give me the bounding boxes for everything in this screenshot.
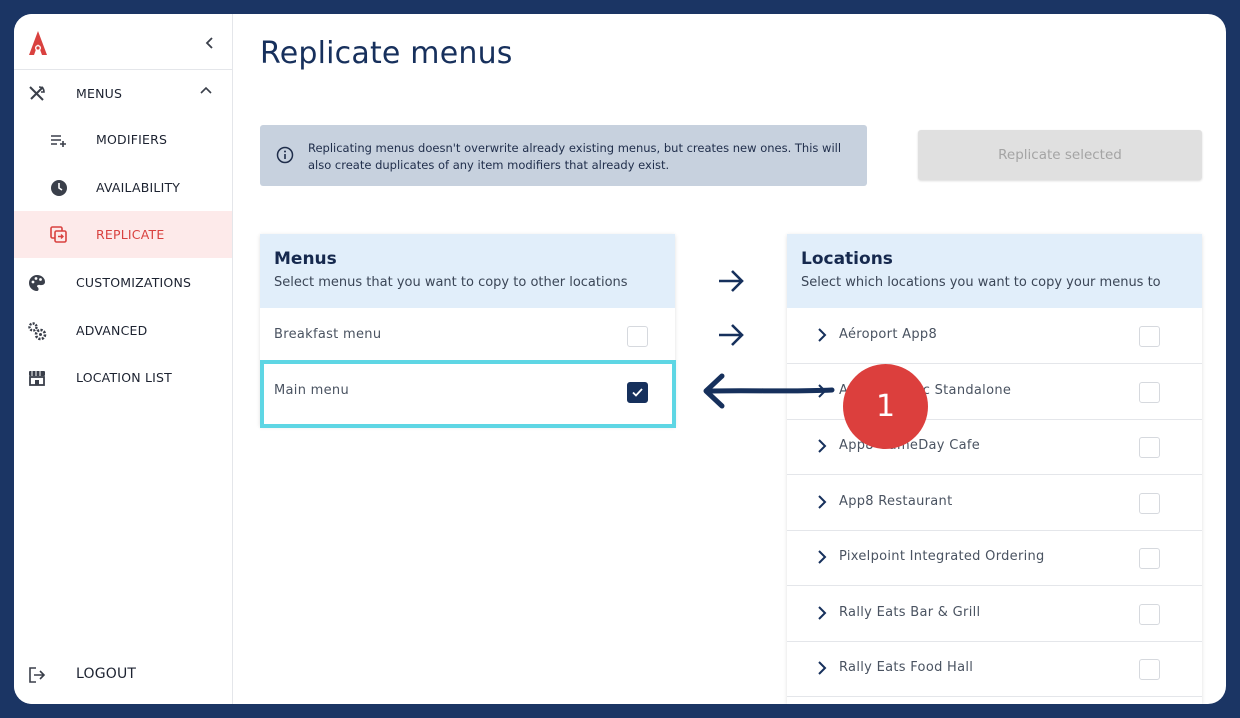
checkmark-icon <box>632 388 643 397</box>
store-icon <box>26 367 48 389</box>
menu-label: Breakfast menu <box>274 327 382 342</box>
arrow-right-icon <box>719 270 744 292</box>
locations-panel-header: Locations Select which locations you wan… <box>787 234 1202 308</box>
sidebar-item-label: ADVANCED <box>76 323 148 338</box>
location-checkbox[interactable] <box>1139 548 1160 569</box>
sidebar-item-replicate[interactable]: REPLICATE <box>14 211 232 258</box>
location-checkbox[interactable] <box>1139 326 1160 347</box>
sidebar-item-customizations[interactable]: CUSTOMIZATIONS <box>14 259 232 306</box>
logout-icon <box>26 664 48 686</box>
app-window: MENUS MODIFIERS AVAILABILITY <box>14 14 1226 704</box>
menu-row-main[interactable]: Main menu <box>260 364 675 419</box>
chevron-right-icon[interactable] <box>817 661 827 675</box>
sidebar-item-label: AVAILABILITY <box>96 180 181 195</box>
locations-panel-title: Locations <box>801 249 893 269</box>
location-row[interactable]: Pixelpoint Integrated Ordering <box>787 530 1202 586</box>
gears-icon <box>26 320 48 342</box>
chevron-up-icon[interactable] <box>200 86 212 96</box>
copy-icon <box>48 224 70 246</box>
chevron-right-icon[interactable] <box>817 605 827 620</box>
menus-panel-title: Menus <box>274 249 337 269</box>
location-checkbox[interactable] <box>1139 603 1160 625</box>
locations-panel: Locations Select which locations you wan… <box>787 234 1202 704</box>
menu-checkbox[interactable] <box>627 326 648 347</box>
location-checkbox[interactable] <box>1139 492 1160 514</box>
annotation-arrow <box>703 373 835 409</box>
menus-panel: Menus Select menus that you want to copy… <box>260 234 675 426</box>
chevron-right-icon[interactable] <box>817 494 827 509</box>
location-label: Pixelpoint Integrated Ordering <box>839 549 1045 564</box>
location-row[interactable]: Rally Eats Food Hall <box>787 641 1202 697</box>
sidebar-item-label: LOCATION LIST <box>76 370 172 385</box>
sidebar-item-advanced[interactable]: ADVANCED <box>14 307 232 354</box>
sidebar-item-availability[interactable]: AVAILABILITY <box>14 164 232 211</box>
location-label: Aéroport App8 <box>839 327 938 342</box>
location-label: Rally Eats Food Hall <box>839 660 974 675</box>
menu-label: Main menu <box>274 383 350 398</box>
sidebar: MENUS MODIFIERS AVAILABILITY <box>14 14 233 704</box>
logout-button[interactable]: LOGOUT <box>14 651 232 698</box>
clock-icon <box>48 177 70 199</box>
chevron-right-icon[interactable] <box>817 550 827 564</box>
chevron-right-icon[interactable] <box>817 439 827 453</box>
menu-checkbox[interactable] <box>627 382 648 403</box>
sidebar-item-location-list[interactable]: LOCATION LIST <box>14 354 232 401</box>
utensils-icon <box>26 83 48 105</box>
highlight-box <box>260 360 676 428</box>
replicate-selected-button[interactable]: Replicate selected <box>918 130 1202 180</box>
sidebar-item-menus[interactable]: MENUS <box>14 69 232 117</box>
page-title: Replicate menus <box>260 36 513 71</box>
location-checkbox[interactable] <box>1139 381 1160 403</box>
location-checkbox[interactable] <box>1139 659 1160 680</box>
sidebar-item-label: REPLICATE <box>96 227 165 242</box>
info-icon <box>276 146 294 164</box>
location-row[interactable]: Rally Eats Bar & Grill <box>787 586 1202 642</box>
sidebar-item-label: CUSTOMIZATIONS <box>76 275 192 290</box>
sidebar-item-modifiers[interactable]: MODIFIERS <box>14 116 232 163</box>
palette-icon <box>26 272 48 294</box>
locations-panel-subtitle: Select which locations you want to copy … <box>801 275 1161 290</box>
menus-panel-header: Menus Select menus that you want to copy… <box>260 234 675 308</box>
app-logo <box>29 31 47 55</box>
logout-label: LOGOUT <box>76 666 137 682</box>
menu-row-breakfast[interactable]: Breakfast menu <box>260 308 675 364</box>
collapse-sidebar-icon[interactable] <box>204 36 216 50</box>
info-text: Replicating menus doesn't overwrite alre… <box>308 141 842 172</box>
step-callout: 1 <box>843 364 928 449</box>
location-label: App8 Restaurant <box>839 493 953 509</box>
sidebar-item-label: MENUS <box>76 86 123 101</box>
arrow-right-icon <box>719 324 744 346</box>
location-label: Rally Eats Bar & Grill <box>839 604 981 620</box>
chevron-right-icon[interactable] <box>817 328 827 342</box>
location-checkbox[interactable] <box>1139 437 1160 458</box>
info-banner: Replicating menus doesn't overwrite alre… <box>260 125 867 186</box>
sidebar-item-label: MODIFIERS <box>96 132 168 147</box>
location-row[interactable]: Aéroport App8 <box>787 308 1202 364</box>
location-row[interactable]: App8 Restaurant <box>787 475 1202 531</box>
menus-panel-subtitle: Select menus that you want to copy to ot… <box>274 275 628 290</box>
list-add-icon <box>48 129 70 151</box>
main-content: Replicate menus Replicating menus doesn'… <box>232 14 1226 704</box>
